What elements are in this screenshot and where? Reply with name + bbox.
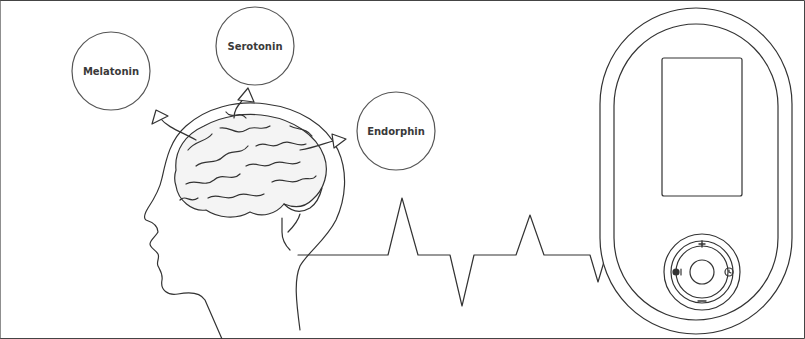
hormone-label: Endorphin	[367, 126, 425, 137]
hormone-circle: Serotonin	[215, 6, 295, 86]
hormone-label: Serotonin	[227, 41, 282, 52]
hormone-circle: Endorphin	[356, 91, 436, 171]
hormone-label: Melatonin	[83, 66, 139, 77]
hormone-circle: Melatonin	[71, 31, 151, 111]
